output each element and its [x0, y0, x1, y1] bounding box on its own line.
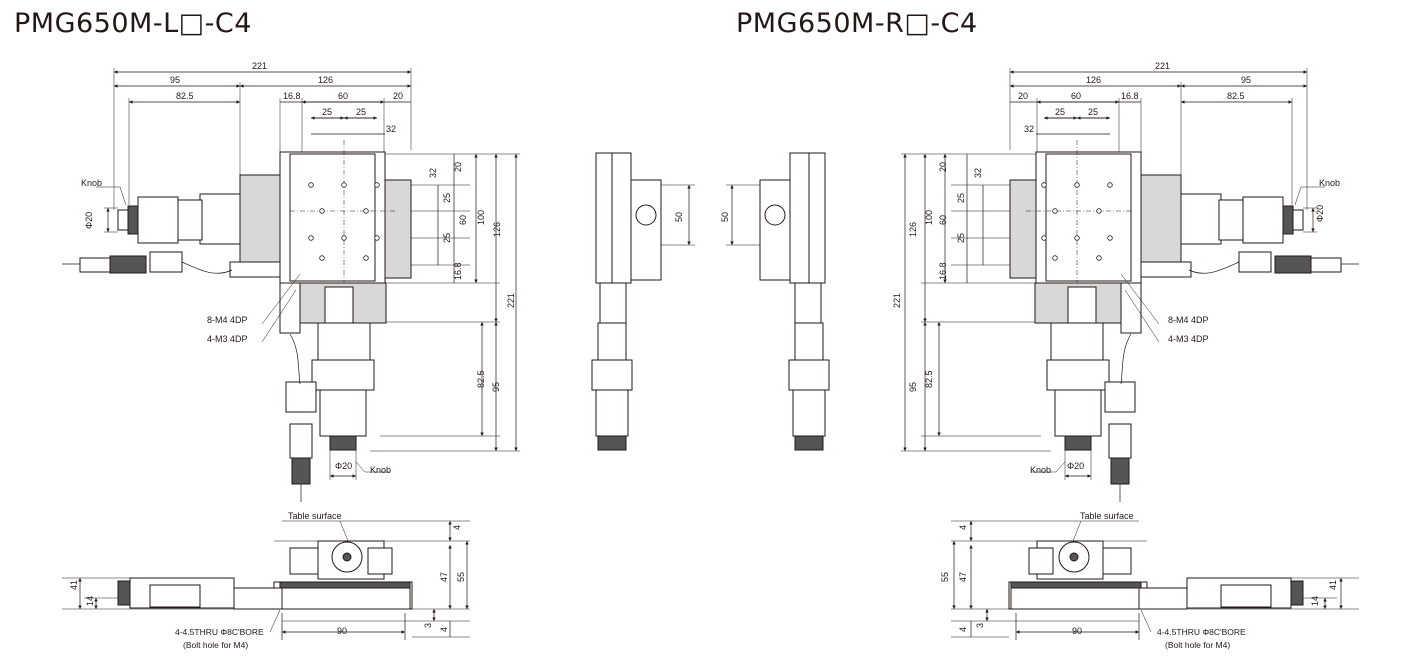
dim-25a: 25: [322, 107, 332, 117]
thru-label-left: 4-4.5THRU Φ8C'BORE: [175, 627, 264, 637]
label-4-m3-left: 4-M3 4DP: [207, 334, 248, 344]
knob-label-right: Knob: [1319, 178, 1340, 188]
dim-41-left: 41: [69, 580, 79, 590]
dim-32-v: 32: [428, 168, 438, 178]
table-surface-left: Table surface: [288, 511, 342, 521]
title-left: PMG650M-L□-C4: [14, 8, 252, 39]
dim-95-v: 95: [491, 382, 501, 392]
dim-50-mid-left: 50: [674, 212, 684, 222]
left-dimension-labels: 221 95 126 82.5 16.8 60 20 25 25 32 Knob…: [69, 61, 730, 650]
r-dim-3: 3: [975, 623, 985, 628]
dim-82-5-v: 82.5: [476, 370, 486, 388]
bolt-label-left: (Bolt hole for M4): [183, 640, 248, 650]
thru-label-right: 4-4.5THRU Φ8C'BORE: [1157, 627, 1246, 637]
r-dim-60: 60: [1071, 91, 1081, 101]
dim-60-v: 60: [458, 215, 468, 225]
dim-14-left: 14: [85, 596, 95, 606]
phi20-left: Φ20: [84, 212, 94, 229]
knob-bottom-left: Knob: [370, 465, 391, 475]
dim-4-top-left: 4: [452, 525, 462, 530]
r-dim-47: 47: [958, 572, 968, 582]
left-top-view: [62, 68, 520, 502]
phi20-right: Φ20: [1315, 205, 1325, 222]
r-dim-82-5-v: 82.5: [924, 370, 934, 388]
r-dim-32-v: 32: [973, 168, 983, 178]
phi20-bottom-left: Φ20: [335, 461, 352, 471]
dim-100-v: 100: [476, 210, 486, 225]
r-dim-126-v: 126: [908, 222, 918, 237]
dim-3-left: 3: [423, 623, 433, 628]
dim-20-v: 20: [453, 162, 463, 172]
r-dim-55: 55: [940, 572, 950, 582]
r-dim-16-8: 16.8: [1121, 91, 1139, 101]
r-dim-126: 126: [1086, 75, 1101, 85]
dim-16-8: 16.8: [283, 91, 301, 101]
dim-25b: 25: [356, 107, 366, 117]
r-dim-20-v: 20: [938, 162, 948, 172]
table-surface-right: Table surface: [1080, 511, 1134, 521]
dim-126-v: 126: [492, 222, 502, 237]
dim-55-left: 55: [456, 572, 466, 582]
dim-90-left: 90: [337, 626, 347, 636]
dim-126: 126: [318, 75, 333, 85]
r-dim-221-v: 221: [892, 293, 902, 308]
phi20-bottom-right: Φ20: [1067, 461, 1084, 471]
label-8-m4-right: 8-M4 4DP: [1168, 315, 1209, 325]
dim-20: 20: [393, 91, 403, 101]
r-dim-25-v1: 25: [956, 193, 966, 203]
r-dim-41: 41: [1328, 580, 1338, 590]
dim-82-5: 82.5: [176, 91, 194, 101]
r-dim-82-5: 82.5: [1227, 91, 1245, 101]
r-dim-25b: 25: [1088, 107, 1098, 117]
r-dim-95: 95: [1241, 75, 1251, 85]
r-dim-4-bottom: 4: [958, 627, 968, 632]
dim-95: 95: [170, 75, 180, 85]
right-dimension-labels: 221 126 95 20 60 16.8 82.5 25 25 32 Knob…: [892, 61, 1340, 650]
r-dim-4-top: 4: [958, 525, 968, 530]
left-side-view: [62, 521, 470, 640]
label-4-m3-right: 4-M3 4DP: [1168, 334, 1209, 344]
knob-label-left: Knob: [81, 178, 102, 188]
dim-221-v: 221: [506, 293, 516, 308]
dim-32: 32: [386, 124, 396, 134]
dim-50-mid-right: 50: [720, 212, 730, 222]
r-dim-16-8-v: 16.8: [938, 262, 948, 280]
r-dim-20: 20: [1018, 91, 1028, 101]
r-dim-32: 32: [1024, 124, 1034, 134]
r-dim-100-v: 100: [924, 210, 934, 225]
middle-right-elevation: [726, 152, 830, 451]
right-side-view: [951, 521, 1359, 640]
right-top-view: [901, 68, 1359, 502]
r-dim-95-v: 95: [908, 382, 918, 392]
r-dim-221: 221: [1155, 61, 1170, 71]
knob-bottom-right: Knob: [1030, 465, 1051, 475]
r-dim-60-v: 60: [938, 215, 948, 225]
title-right: PMG650M-R□-C4: [736, 8, 978, 39]
r-dim-90: 90: [1072, 626, 1082, 636]
r-dim-25a: 25: [1055, 107, 1065, 117]
dim-221: 221: [252, 61, 267, 71]
dim-4-bottom-left: 4: [439, 627, 449, 632]
label-8-m4-left: 8-M4 4DP: [207, 315, 248, 325]
dim-16-8-v: 16.8: [453, 262, 463, 280]
dim-47-left: 47: [439, 572, 449, 582]
r-dim-14: 14: [1310, 596, 1320, 606]
dim-25-v1: 25: [442, 193, 452, 203]
bolt-label-right: (Bolt hole for M4): [1165, 640, 1230, 650]
dim-60: 60: [338, 91, 348, 101]
r-dim-25-v2: 25: [956, 233, 966, 243]
middle-left-elevation: [591, 152, 695, 451]
dim-25-v2: 25: [442, 233, 452, 243]
